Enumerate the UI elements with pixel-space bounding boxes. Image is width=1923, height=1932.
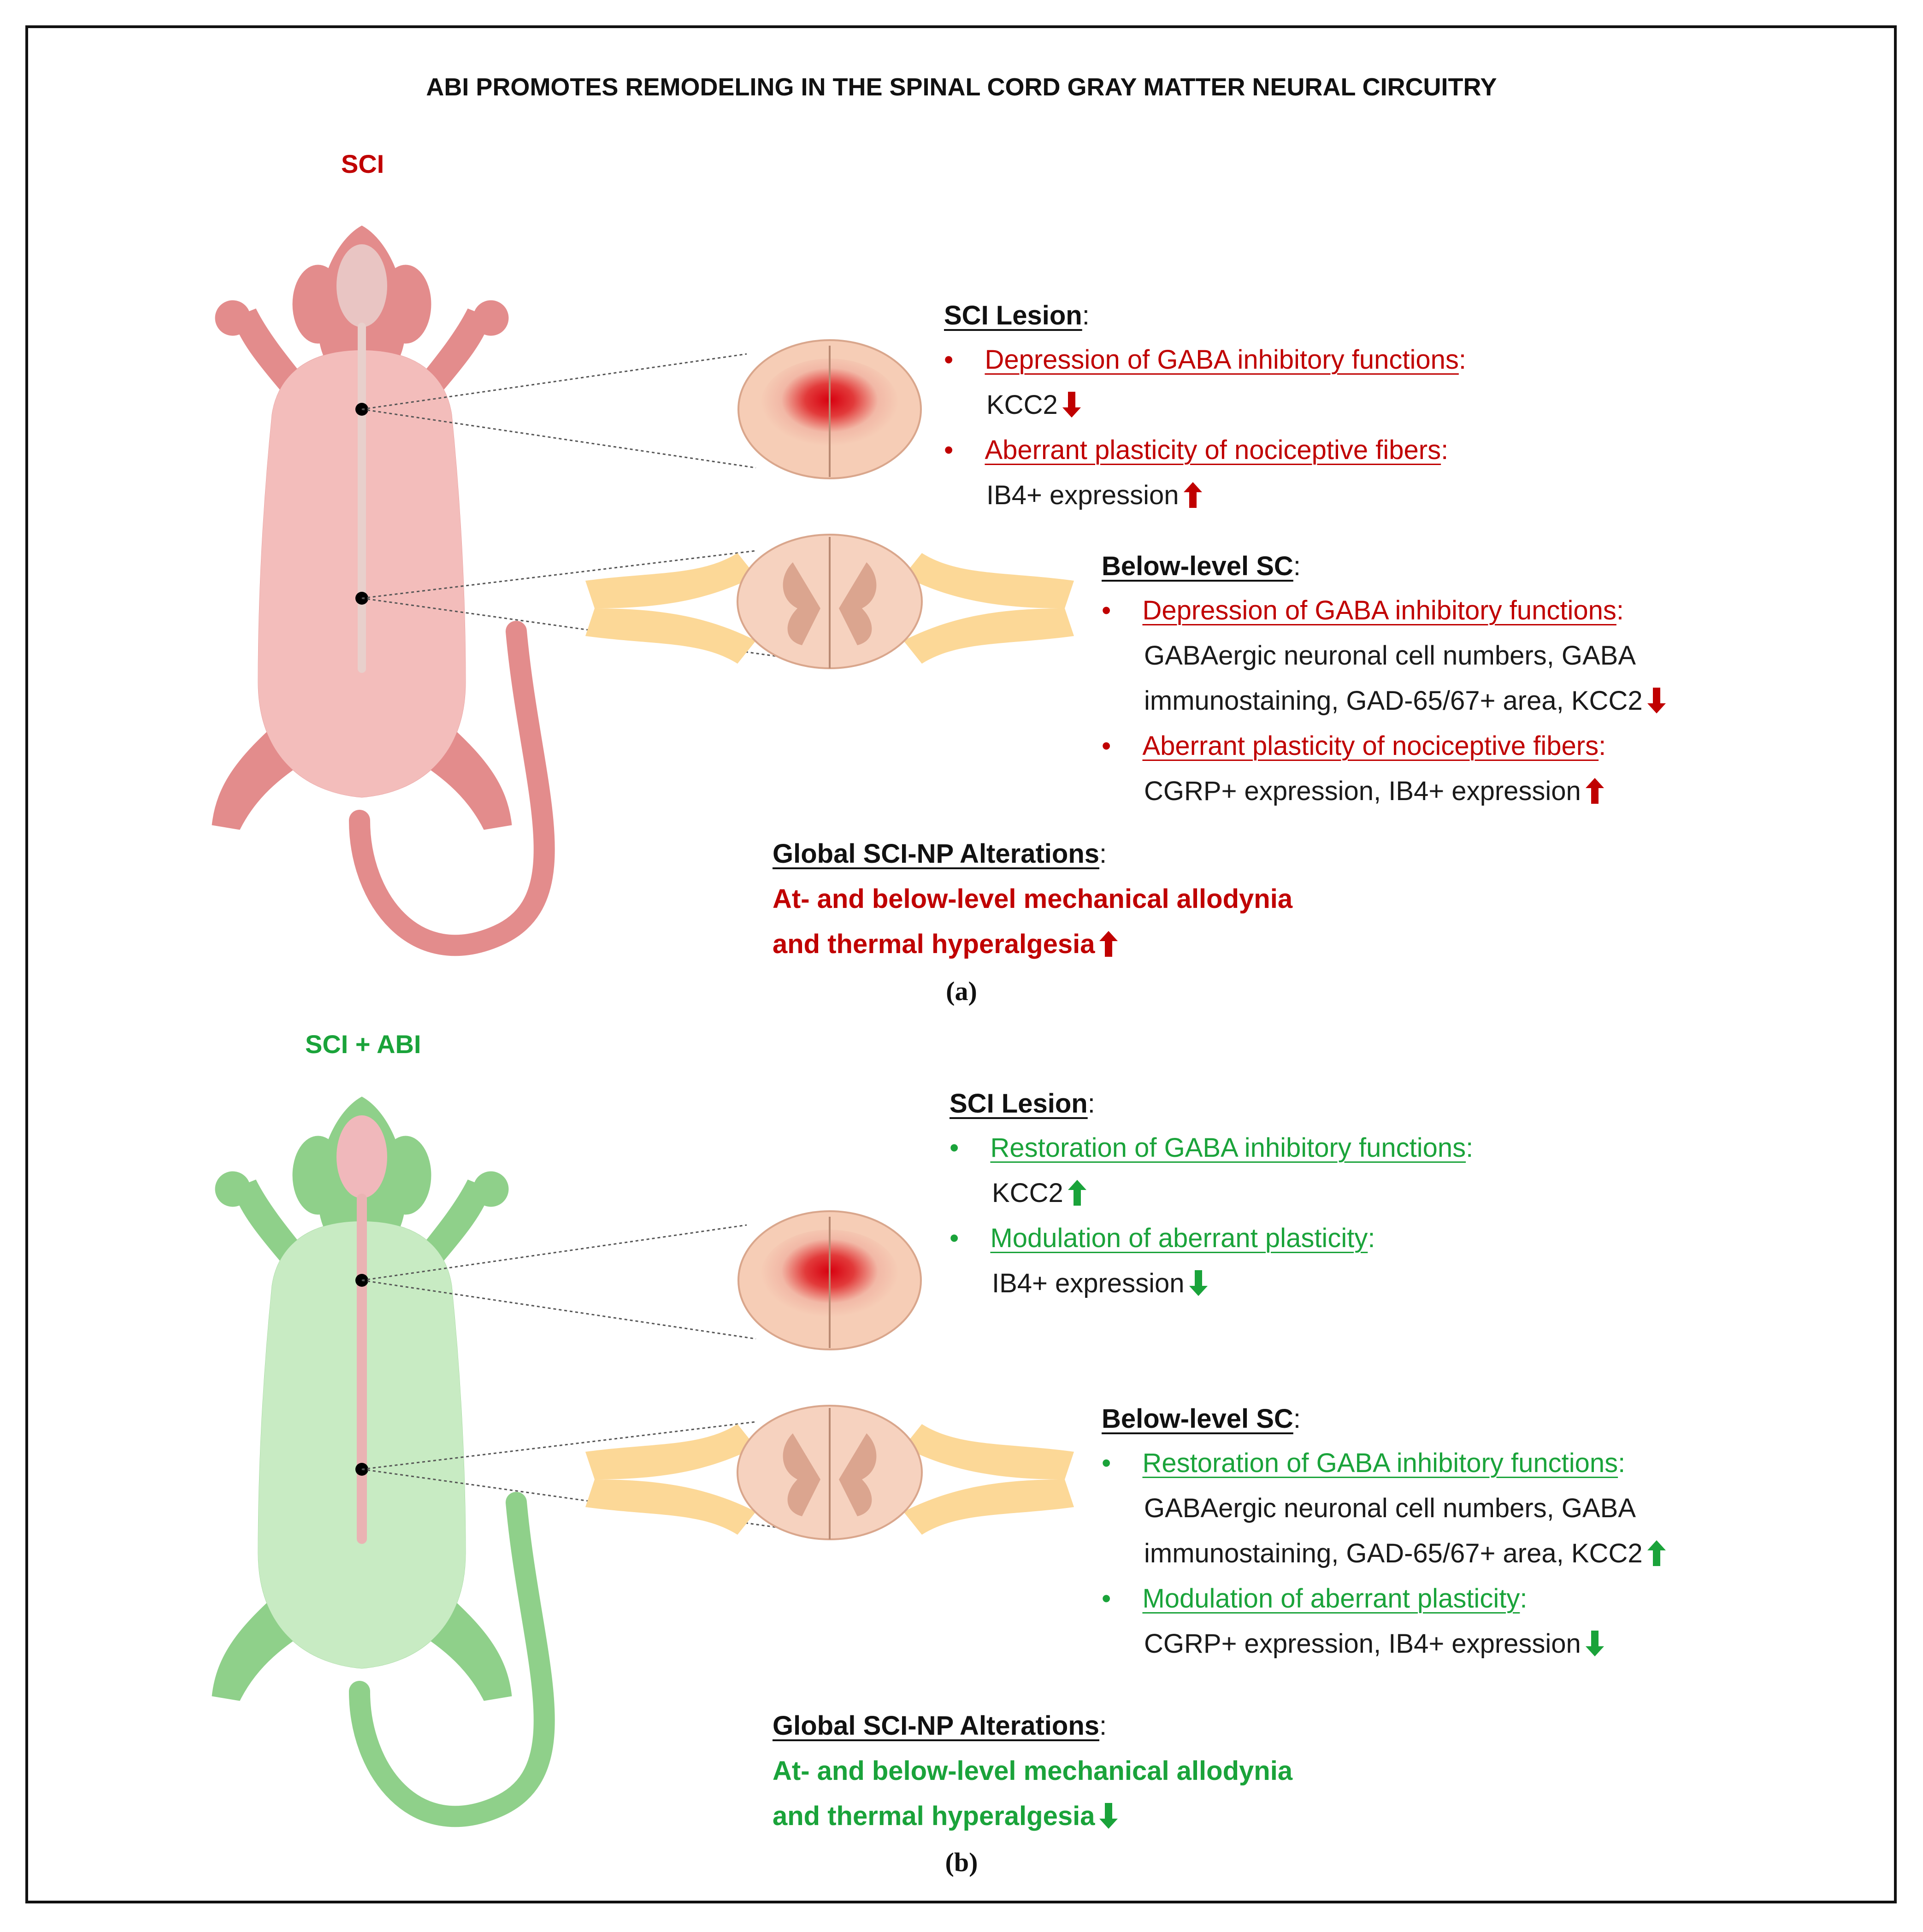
up-arrow-icon: [1068, 1180, 1086, 1210]
panel-b-lesion-detail-2: IB4+ expression: [992, 1270, 1208, 1301]
bullet: •: [1102, 595, 1111, 625]
bullet: •: [1102, 731, 1111, 761]
panel-a-global-heading: Global SCI-NP Alterations:: [773, 839, 1107, 869]
up-arrow-icon: [1647, 1540, 1666, 1571]
panel-b-below-item-2: • Modulation of aberrant plasticity:: [1102, 1584, 1528, 1614]
panel-b-below-detail-1a: GABAergic neuronal cell numbers, GABA: [1144, 1493, 1636, 1523]
panel-a-below-heading: Below-level SC:: [1102, 551, 1301, 581]
rat-illustration-sci: [212, 226, 830, 945]
panel-a-below-detail-2: CGRP+ expression, IB4+ expression: [1144, 778, 1604, 808]
panel-a-global-line1: At- and below-level mechanical allodynia: [773, 884, 1293, 914]
panel-a-below-item-1: • Depression of GABA inhibitory function…: [1102, 595, 1624, 625]
down-arrow-icon: [1647, 688, 1666, 718]
panel-b-below-detail-1b: immunostaining, GAD-65/67+ area, KCC2: [1144, 1540, 1666, 1571]
panel-b-global-heading: Global SCI-NP Alterations:: [773, 1711, 1107, 1741]
panel-b-below-heading: Below-level SC:: [1102, 1404, 1301, 1434]
panel-b-lesion-detail-1: KCC2: [992, 1180, 1086, 1210]
panel-a-lesion-heading: SCI Lesion:: [944, 300, 1090, 330]
down-arrow-icon: [1099, 1803, 1118, 1833]
down-arrow-icon: [1189, 1270, 1208, 1301]
up-arrow-icon: [1183, 482, 1202, 512]
up-arrow-icon: [1099, 931, 1118, 961]
figure-title: ABI PROMOTES REMODELING IN THE SPINAL CO…: [426, 73, 1497, 101]
panel-a-lesion-detail-2: IB4+ expression: [986, 482, 1202, 512]
panel-a-below-item-2: • Aberrant plasticity of nociceptive fib…: [1102, 731, 1606, 761]
panel-b-caption: (b): [945, 1847, 978, 1877]
below-level-section-sci: [585, 534, 1074, 669]
lesion-section-sci: [737, 339, 922, 479]
lesion-section-sci-abi: [737, 1210, 922, 1350]
lesion-heading-text: SCI Lesion: [944, 300, 1082, 330]
panel-a-global-line2: and thermal hyperalgesia: [773, 931, 1118, 961]
bullet: •: [1102, 1584, 1111, 1614]
figure-border: [25, 25, 1897, 1903]
down-arrow-icon: [1062, 392, 1081, 422]
panel-b-lesion-item-2: • Modulation of aberrant plasticity:: [950, 1223, 1375, 1253]
panel-b-lesion-heading: SCI Lesion:: [950, 1089, 1095, 1119]
panel-a-below-detail-1a: GABAergic neuronal cell numbers, GABA: [1144, 641, 1636, 671]
bullet: •: [944, 345, 954, 375]
rat-illustration-sci-abi: [212, 1097, 830, 1816]
bullet: •: [950, 1223, 959, 1253]
panel-a-caption: (a): [946, 976, 977, 1006]
panel-a-lesion-detail-1: KCC2: [986, 392, 1081, 422]
panel-a-below-detail-1b: immunostaining, GAD-65/67+ area, KCC2: [1144, 688, 1666, 718]
bullet: •: [1102, 1448, 1111, 1478]
panel-a-label: SCI: [341, 149, 384, 178]
panel-b-global-line2: and thermal hyperalgesia: [773, 1803, 1118, 1833]
panel-a-lesion-item-2: • Aberrant plasticity of nociceptive fib…: [944, 435, 1449, 465]
panel-b-below-item-1: • Restoration of GABA inhibitory functio…: [1102, 1448, 1626, 1478]
bullet: •: [944, 435, 954, 465]
down-arrow-icon: [1585, 1631, 1604, 1661]
bullet: •: [950, 1133, 959, 1163]
below-level-section-sci-abi: [585, 1405, 1074, 1540]
panel-a-lesion-item-1: • Depression of GABA inhibitory function…: [944, 345, 1466, 375]
panel-b-lesion-item-1: • Restoration of GABA inhibitory functio…: [950, 1133, 1474, 1163]
panel-b-global-line1: At- and below-level mechanical allodynia: [773, 1756, 1293, 1786]
up-arrow-icon: [1585, 778, 1604, 808]
panel-b-label: SCI + ABI: [305, 1030, 421, 1059]
panel-b-below-detail-2: CGRP+ expression, IB4+ expression: [1144, 1631, 1604, 1661]
